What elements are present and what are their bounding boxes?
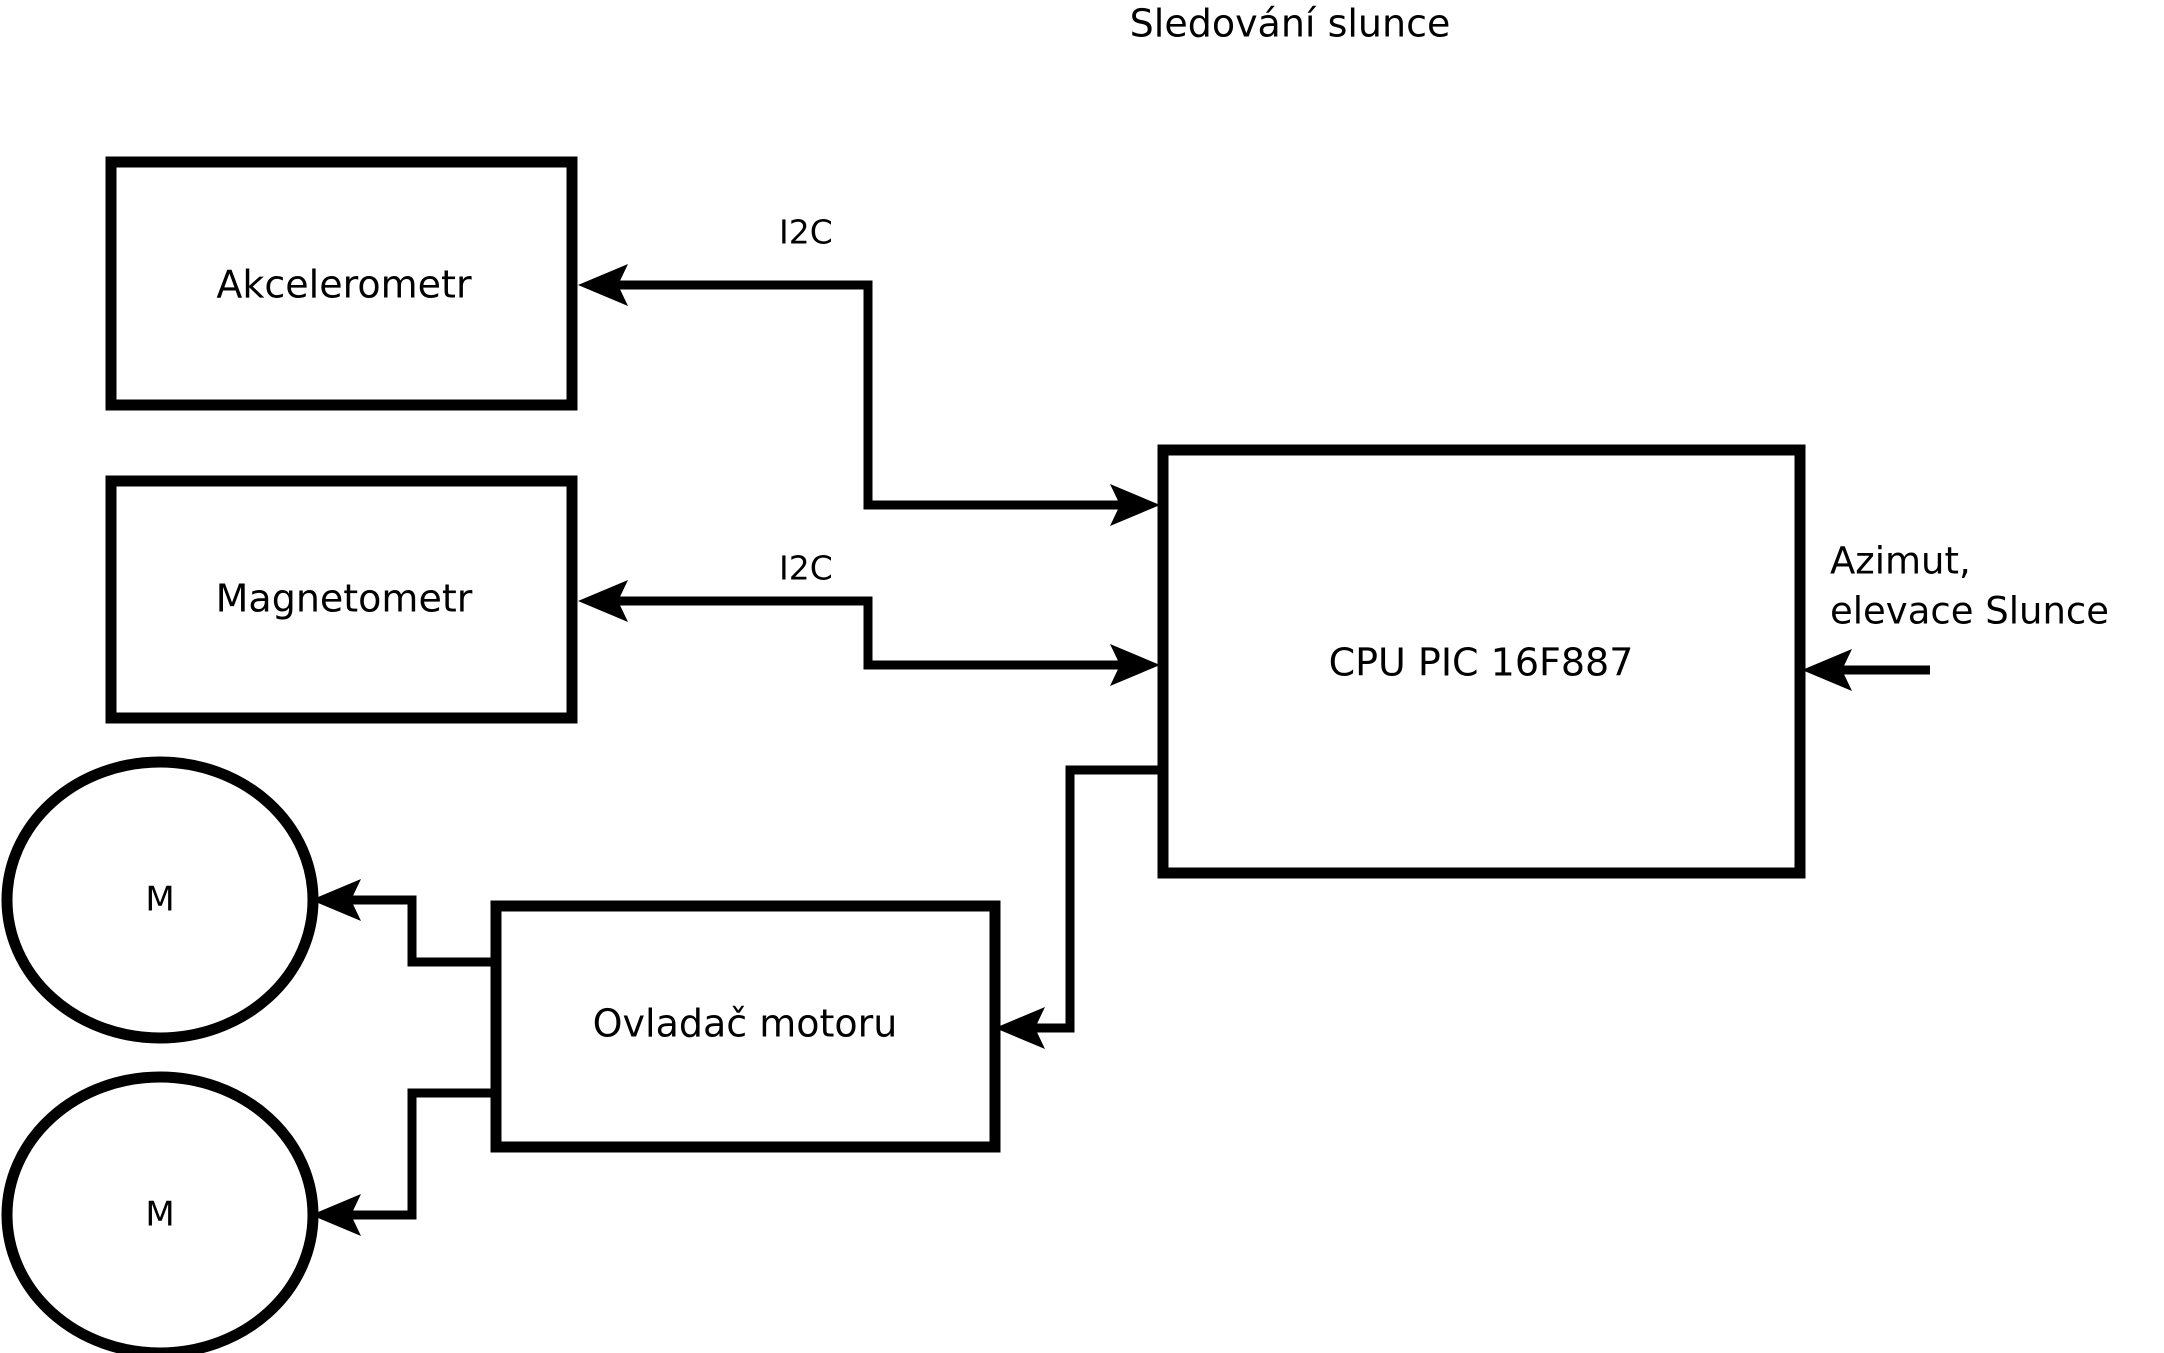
arrowhead-into-motor-driver bbox=[995, 1007, 1045, 1049]
arrowhead-into-magnetometer bbox=[578, 580, 628, 622]
motor-driver-motor-bottom-line bbox=[345, 1088, 496, 1220]
node-accelerometer[interactable]: Akcelerometr bbox=[105, 156, 578, 411]
arrowhead-into-cpu-right bbox=[1802, 649, 1852, 691]
node-magnetometer[interactable]: Magnetometr bbox=[105, 475, 578, 724]
arrowhead-into-motor-top bbox=[311, 879, 361, 921]
cpu-accelerometer-line bbox=[608, 280, 1126, 510]
motor-driver-label: Ovladač motoru bbox=[593, 1002, 898, 1046]
connector-motor-driver-to-motor-bottom bbox=[311, 1088, 496, 1236]
sun-input-label-line1: Azimut, bbox=[1830, 540, 1971, 583]
accelerometer-label: Akcelerometr bbox=[216, 263, 472, 307]
connector-cpu-to-motor-driver bbox=[995, 765, 1163, 1049]
arrowhead-into-cpu-top bbox=[1110, 484, 1160, 526]
accelerometer-box bbox=[105, 156, 578, 411]
node-cpu[interactable]: CPU PIC 16F887 bbox=[1157, 444, 1806, 879]
node-motor-top[interactable]: M bbox=[1, 756, 319, 1044]
motor-top-label: M bbox=[145, 880, 174, 920]
motor-driver-box bbox=[490, 900, 1001, 1153]
cpu-magnetometer-line bbox=[608, 596, 1126, 670]
magnetometer-box bbox=[105, 475, 578, 724]
cpu-motor-driver-line bbox=[1029, 765, 1163, 1033]
page-title: Sledování slunce bbox=[1130, 2, 1451, 46]
edge-label-i2c-magnetometer: I2C bbox=[779, 549, 833, 588]
arrowhead-into-motor-bottom bbox=[311, 1194, 361, 1236]
cpu-label: CPU PIC 16F887 bbox=[1329, 641, 1634, 685]
sun-input-label-line2: elevace Slunce bbox=[1830, 590, 2109, 633]
magnetometer-label: Magnetometr bbox=[216, 577, 473, 621]
arrowhead-into-cpu-bottom bbox=[1110, 644, 1160, 686]
node-motor-driver[interactable]: Ovladač motoru bbox=[490, 900, 1001, 1153]
connector-motor-driver-to-motor-top bbox=[311, 879, 496, 967]
arrowhead-into-accelerometer bbox=[578, 264, 628, 306]
motor-bottom-label: M bbox=[145, 1195, 174, 1235]
edge-label-i2c-accelerometer: I2C bbox=[779, 213, 833, 252]
motor-driver-motor-top-line bbox=[345, 895, 496, 967]
node-motor-bottom[interactable]: M bbox=[1, 1071, 319, 1353]
connector-cpu-to-magnetometer: I2C bbox=[578, 549, 1160, 686]
connector-cpu-to-accelerometer: I2C bbox=[578, 213, 1160, 526]
cpu-box bbox=[1157, 444, 1806, 879]
connector-sun-input-to-cpu: Azimut, elevace Slunce bbox=[1802, 540, 2109, 691]
